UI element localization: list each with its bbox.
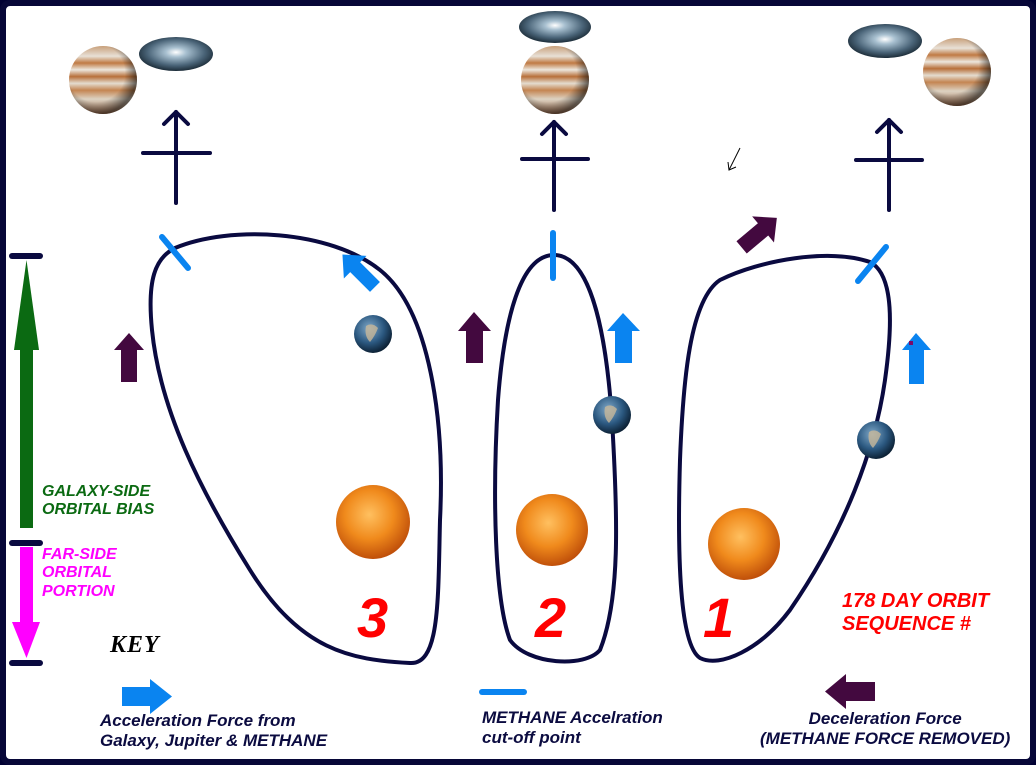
methane-cutoff-mark [855,244,889,284]
galaxy-icon [848,24,922,58]
methane-cutoff-mark [159,234,191,271]
key-deceleration-label: Deceleration Force (METHANE FORCE REMOVE… [760,709,1010,748]
sun-icon [336,485,410,559]
direction-marker-icon [854,118,924,212]
orbit-3 [69,37,443,666]
far-side-label: FAR-SIDE ORBITAL PORTION [42,546,117,601]
jupiter-icon [521,46,589,114]
far-side-arrow-icon [12,547,40,658]
side-scale [9,253,43,666]
key-deceleration-line-1: Deceleration Force [808,709,962,728]
key-acceleration-arrow-icon [122,679,172,714]
earth-icon [354,315,392,353]
galaxy-icon [519,11,591,43]
key-title: KEY [110,632,160,658]
galaxy-side-arrow-icon [14,260,39,528]
earth-icon [593,396,631,434]
orbit-2-path [493,252,619,664]
sun-icon [516,494,588,566]
deceleration-arrow-icon [114,333,144,382]
key-acceleration-line-1: Acceleration Force from [100,711,296,730]
sequence-number-1: 1 [703,586,735,649]
sequence-title: 178 DAY ORBIT SEQUENCE # [842,590,989,636]
key-acceleration-label: Acceleration Force from Galaxy, Jupiter … [100,711,327,750]
galaxy-side-line-1: GALAXY-SIDE [42,483,151,500]
orbit-3-path [148,232,443,666]
sequence-number-3: 3 [357,586,389,649]
acceleration-arrow-icon [902,333,931,384]
sun-icon [708,508,780,580]
direction-marker-icon [520,120,590,212]
far-side-line-3: PORTION [42,582,115,600]
key-methane-line-1: METHANE Accelration [482,708,663,727]
direction-marker-icon [141,110,212,205]
cursor-arrow-icon [727,147,741,171]
far-side-line-1: FAR-SIDE [42,546,117,563]
galaxy-side-line-2: ORBITAL BIAS [42,501,155,519]
earth-icon [857,421,895,459]
jupiter-icon [69,46,137,114]
orbit-2 [458,11,640,664]
acceleration-arrow-icon [607,313,640,363]
orbit-1 [677,24,991,663]
sequence-title-line-2: SEQUENCE # [842,613,971,635]
galaxy-side-label: GALAXY-SIDE ORBITAL BIAS [42,483,154,520]
sequence-title-line-1: 178 DAY ORBIT [842,590,990,612]
deceleration-arrow-icon [736,216,777,254]
key-deceleration-line-2: (METHANE FORCE REMOVED) [760,728,1011,748]
key-methane-line-2: cut-off point [482,727,581,747]
sequence-number-2: 2 [535,586,567,649]
jupiter-icon [923,38,991,106]
key-acceleration-line-2: Galaxy, Jupiter & METHANE [100,730,328,750]
key-deceleration-arrow-icon [825,674,875,709]
acceleration-arrow-icon [342,254,380,292]
galaxy-icon [139,37,213,71]
key-methane-cutoff-label: METHANE Accelration cut-off point [482,708,663,747]
deceleration-arrow-icon [458,312,491,363]
far-side-line-2: ORBITAL [42,564,112,582]
